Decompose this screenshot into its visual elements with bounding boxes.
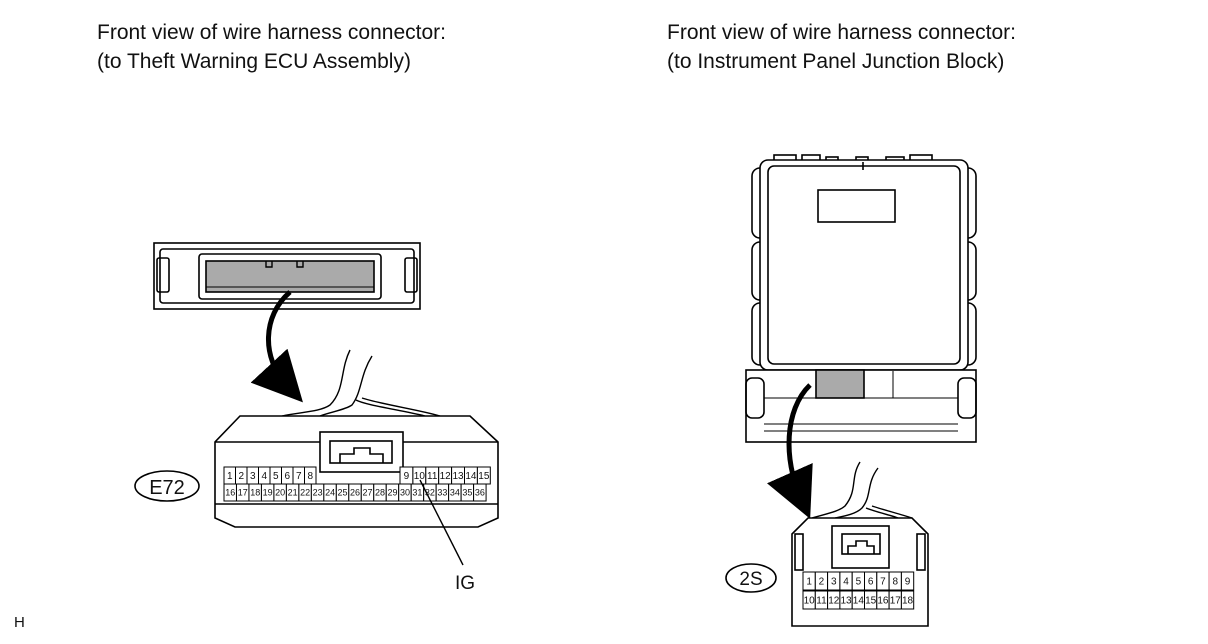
pin-number: 9 (905, 577, 911, 588)
right-caption-line2: (to Instrument Panel Junction Block) (667, 50, 1005, 73)
pin-cavity (473, 483, 487, 502)
pin-number: 17 (890, 596, 902, 607)
pin-number: 30 (400, 488, 410, 498)
pin-number: 2 (819, 577, 825, 588)
pin-number: 15 (865, 596, 877, 607)
pin-number: 6 (284, 471, 290, 482)
right-wires (811, 461, 913, 519)
left-caption-line1: Front view of wire harness connector: (97, 21, 446, 44)
2s-pin-grid (802, 571, 915, 610)
pin-number: 12 (440, 471, 452, 482)
right-caption: Front view of wire harness connector: (t… (667, 18, 1016, 76)
pin-number: 14 (465, 471, 477, 482)
pin-number: 4 (843, 577, 849, 588)
pin-number: 9 (404, 471, 410, 482)
e72-badge (134, 470, 200, 502)
pin-number: 25 (338, 488, 348, 498)
pin-number: 13 (840, 596, 852, 607)
pin-number: 18 (250, 488, 260, 498)
pin-number: 8 (307, 471, 313, 482)
2s-code-label: 2S (739, 569, 762, 590)
pin-number: 12 (828, 596, 840, 607)
pin-number: 8 (892, 577, 898, 588)
pin-number: 33 (437, 488, 447, 498)
pin-number: 11 (816, 596, 827, 607)
figure-mark: H (14, 614, 25, 631)
pin-number: 26 (350, 488, 360, 498)
pin-number: 28 (375, 488, 385, 498)
pin-number: 21 (288, 488, 298, 498)
pin-number: 17 (238, 488, 248, 498)
pin-number: 16 (225, 488, 235, 498)
pin-number: 23 (313, 488, 323, 498)
pin-number: 29 (387, 488, 397, 498)
pin-number: 15 (478, 471, 490, 482)
pin-number: 16 (877, 596, 889, 607)
pin-number: 5 (856, 577, 862, 588)
pin-cavity (900, 571, 915, 591)
pin-number: 36 (475, 488, 485, 498)
pin-number: 22 (300, 488, 310, 498)
pin-number: 11 (427, 471, 438, 482)
left-wires (281, 349, 441, 417)
pin-number: 13 (452, 471, 464, 482)
right-arrow (767, 383, 813, 519)
2s-badge (725, 563, 777, 593)
right-caption-line1: Front view of wire harness connector: (667, 21, 1016, 44)
pin-number: 24 (325, 488, 335, 498)
pin-number: 7 (296, 471, 302, 482)
pin-number: 1 (227, 471, 233, 482)
junction-block (745, 154, 977, 443)
ig-callout-label: IG (455, 573, 475, 594)
pin-number: 19 (263, 488, 273, 498)
left-caption-line2: (to Theft Warning ECU Assembly) (97, 50, 411, 73)
pin-number: 10 (804, 596, 816, 607)
pin-number: 1 (806, 577, 812, 588)
pin-cavity (900, 590, 915, 610)
left-arrow (250, 290, 303, 403)
pin-number: 35 (462, 488, 472, 498)
pin-number: 3 (831, 577, 837, 588)
pin-number: 3 (250, 471, 256, 482)
pin-number: 7 (880, 577, 886, 588)
ecu-socket (153, 242, 421, 310)
pin-number: 10 (414, 471, 426, 482)
ig-leader-line (419, 479, 464, 566)
pin-number: 32 (425, 488, 435, 498)
pin-number: 18 (902, 596, 914, 607)
pin-number: 20 (275, 488, 285, 498)
pin-number: 5 (273, 471, 279, 482)
pin-number: 34 (450, 488, 460, 498)
pin-number: 6 (868, 577, 874, 588)
left-caption: Front view of wire harness connector: (t… (97, 18, 446, 76)
pin-number: 14 (853, 596, 865, 607)
e72-pin-grid (223, 466, 491, 502)
pin-number: 27 (363, 488, 373, 498)
pin-number: 4 (261, 471, 267, 482)
pin-number: 2 (238, 471, 244, 482)
e72-code-label: E72 (149, 477, 185, 499)
pin-number: 31 (412, 488, 422, 498)
